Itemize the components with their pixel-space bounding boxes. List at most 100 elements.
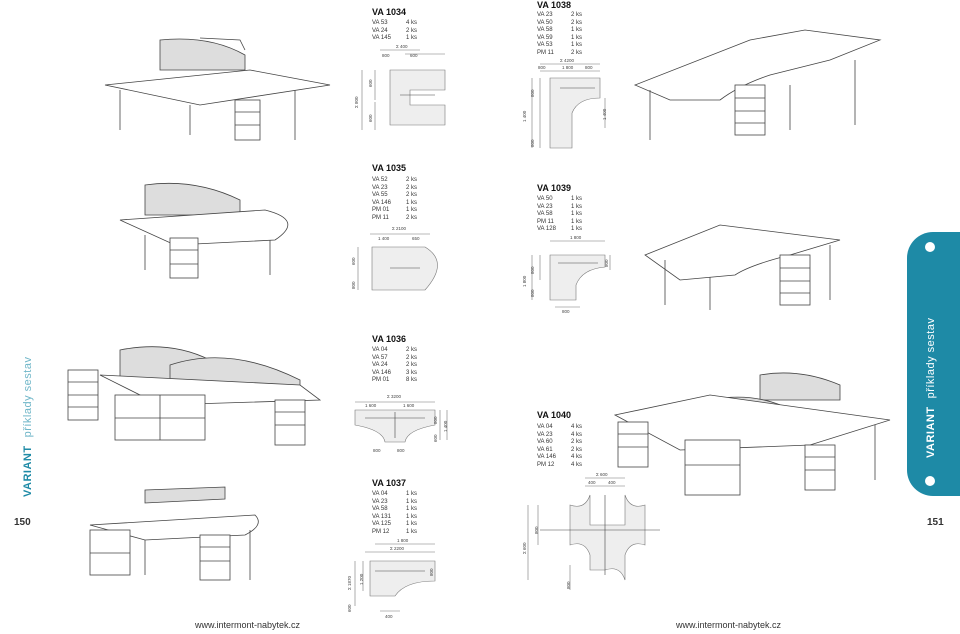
dim-label: 400 xyxy=(588,480,596,485)
furniture-drawing-va1035 xyxy=(119,182,289,279)
dim-label: 800 xyxy=(585,65,593,70)
dim-label: 800 xyxy=(562,309,570,314)
dim-label: 800 xyxy=(382,53,390,58)
floor-plan-va1037: 1 800 Σ 2200 Σ 1870 1 200 800 600 400 xyxy=(347,538,436,619)
dim-label: Σ 4200 xyxy=(560,58,575,63)
dim-label: 800 xyxy=(373,448,381,453)
dim-label: Σ 1870 xyxy=(347,575,352,590)
floor-plan-va1034: Σ 400 800 600 Σ 800 600 600 xyxy=(354,44,446,130)
footer-url-right: www.intermont-nabytek.cz xyxy=(676,620,782,630)
floor-plan-va1036: Σ 3200 1 600 1 600 800 800 800 600 1 400 xyxy=(354,394,448,453)
dim-label: 800 xyxy=(433,416,438,424)
floor-plan-va1038: Σ 4200 800 1 800 800 1 400 800 1 400 800 xyxy=(522,58,607,149)
dim-label: 600 xyxy=(347,604,352,612)
dim-label: 1 800 xyxy=(562,65,574,70)
floor-plan-va1035: Σ 2100 1 400 650 600 800 xyxy=(351,226,438,291)
dim-label: 1 800 xyxy=(570,235,582,240)
dim-label: 600 xyxy=(368,114,373,122)
floor-plan-va1039: 1 800 800 800 800 1 800 800 xyxy=(522,235,611,314)
dim-label: 1 400 xyxy=(602,108,607,120)
dim-label: 800 xyxy=(534,526,539,534)
tab-dot-icon xyxy=(925,476,935,486)
set-title-va1037: VA 1037 xyxy=(372,478,407,488)
set-title-va1040: VA 1040 xyxy=(537,410,572,420)
page-number-left: 150 xyxy=(14,517,31,528)
dim-label: 600 xyxy=(433,434,438,442)
dim-label: 400 xyxy=(608,480,616,485)
dim-label: 1 600 xyxy=(365,403,377,408)
dim-label: 800 xyxy=(604,259,609,267)
dim-label: Σ 2100 xyxy=(392,226,407,231)
furniture-drawing-va1034 xyxy=(104,37,331,141)
dim-label: 800 xyxy=(530,89,535,97)
set-title-va1035: VA 1035 xyxy=(372,163,407,173)
dim-label: Σ 800 xyxy=(354,96,359,108)
dim-label: 800 xyxy=(429,568,434,576)
dim-label: Σ 600 xyxy=(596,472,608,477)
side-label-right: VARIANTpříklady sestav xyxy=(925,317,937,458)
dim-label: 800 xyxy=(566,581,571,589)
dim-label: 800 xyxy=(530,289,535,297)
set-title-va1036: VA 1036 xyxy=(372,334,407,344)
furniture-drawing-va1039 xyxy=(644,224,841,310)
set-title-va1038: VA 1038 xyxy=(537,0,572,10)
dim-label: 800 xyxy=(530,139,535,147)
set-title-va1034: VA 1034 xyxy=(372,7,407,17)
dim-label: 600 xyxy=(410,53,418,58)
dim-label: 1 400 xyxy=(443,420,448,432)
furniture-drawing-va1037 xyxy=(89,486,259,581)
dim-label: 1 800 xyxy=(522,275,527,287)
dim-label: Σ 3200 xyxy=(387,394,402,399)
floor-plan-va1040: Σ 600 400 400 Σ 600 800 800 xyxy=(522,472,660,590)
dim-label: 1 800 xyxy=(397,538,409,543)
dim-label: Σ 600 xyxy=(522,542,527,554)
page-number-right: 151 xyxy=(927,517,944,528)
dim-label: 800 xyxy=(351,281,356,289)
dim-label: 600 xyxy=(351,257,356,265)
dim-label: 800 xyxy=(397,448,405,453)
tab-dot-icon xyxy=(925,242,935,252)
furniture-drawing-va1038 xyxy=(633,29,882,140)
dim-label: Σ 400 xyxy=(396,44,408,49)
dim-label: 1 600 xyxy=(403,403,415,408)
footer-url-left: www.intermont-nabytek.cz xyxy=(195,620,301,630)
side-label-left: VARIANTpříklady sestav xyxy=(22,356,34,497)
dim-label: 800 xyxy=(538,65,546,70)
